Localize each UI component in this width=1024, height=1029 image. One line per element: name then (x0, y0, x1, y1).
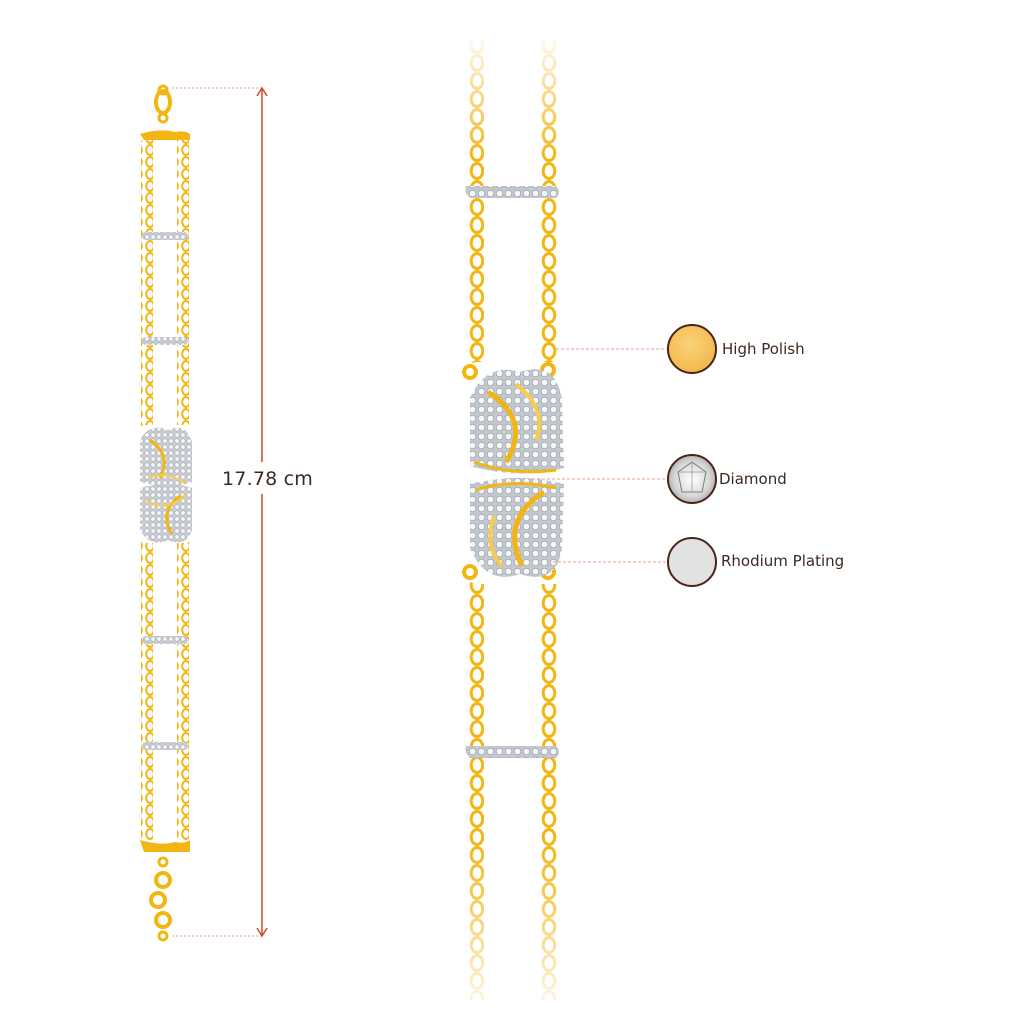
material-label-rhodium-plating: Rhodium Plating (721, 552, 845, 570)
material-callouts (532, 324, 717, 587)
bracelet-detail (440, 30, 590, 1024)
material-label-high-polish: High Polish (722, 340, 805, 358)
gold-swatch-icon (667, 324, 717, 374)
centre-motif-small (136, 425, 194, 543)
detail-station-bar (465, 746, 559, 758)
station-bar (142, 232, 188, 240)
full-bracelet (136, 84, 268, 942)
end-bar-top (140, 130, 190, 140)
length-label: 17.78 cm (222, 468, 313, 490)
detail-station-bar (465, 186, 559, 198)
station-bar (142, 636, 188, 644)
end-bar-bottom (140, 840, 190, 852)
rhodium-swatch-icon (667, 537, 717, 587)
material-label-diamond: Diamond (719, 470, 787, 488)
length-dimension-line (172, 86, 268, 938)
station-bar (142, 742, 188, 750)
lobster-clasp-icon (154, 84, 172, 124)
extension-chain-icon (149, 856, 172, 942)
diamond-swatch-icon (667, 454, 717, 504)
centre-motif-large (462, 362, 570, 584)
station-bar (142, 337, 188, 345)
